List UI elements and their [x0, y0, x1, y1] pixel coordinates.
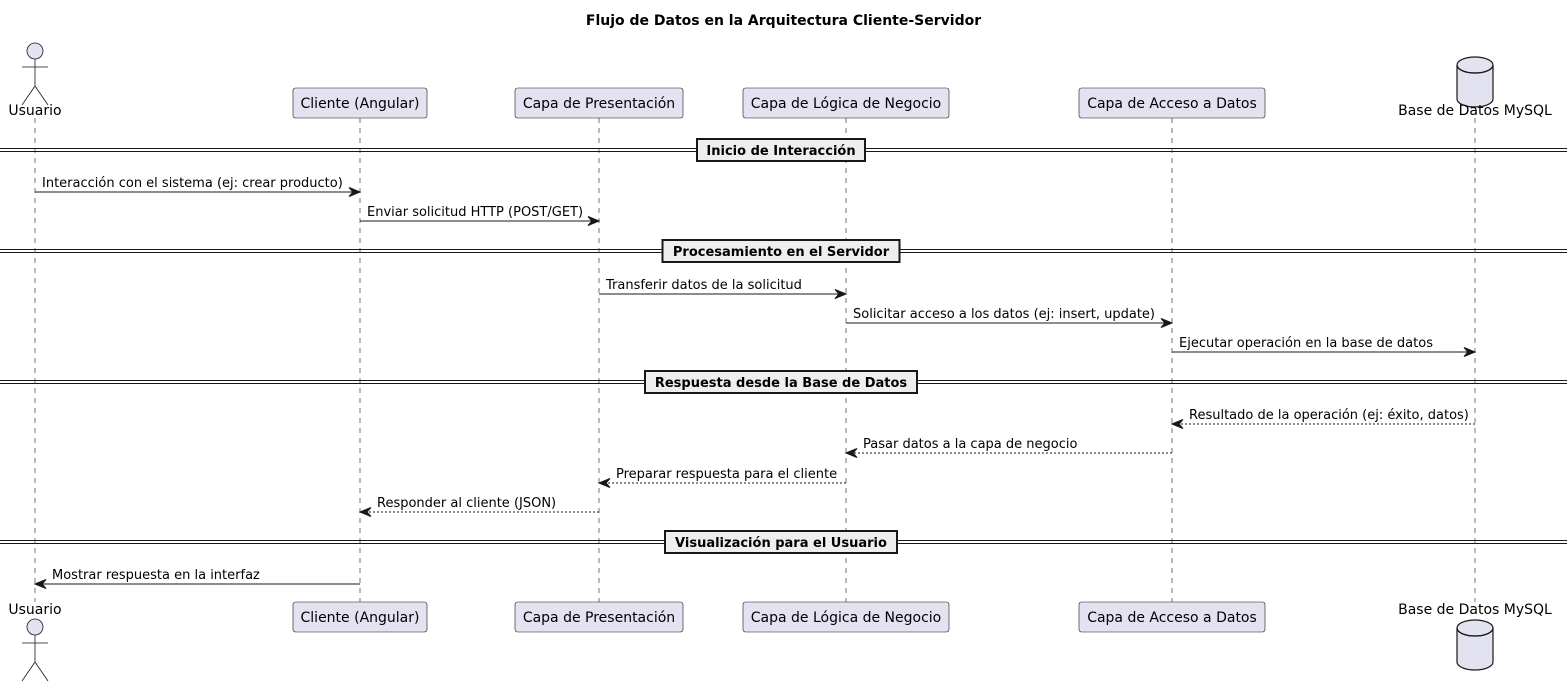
participant-box-bottom-cliente: [292, 601, 428, 633]
message-label: Responder al cliente (JSON): [377, 496, 556, 511]
actor-icon-bottom: [21, 618, 49, 682]
participant-label-top-cliente: Cliente (Angular): [301, 96, 420, 112]
participant-box-top-acceso: [1078, 87, 1266, 119]
arrowhead-icon: [834, 289, 848, 299]
participant-label-bottom-cliente: Cliente (Angular): [301, 610, 420, 626]
message-label: Ejecutar operación en la base de datos: [1179, 336, 1433, 351]
arrowhead-icon: [33, 579, 47, 589]
divider-label: Respuesta desde la Base de Datos: [655, 376, 908, 391]
divider-label: Procesamiento en el Servidor: [673, 245, 890, 260]
arrowhead-icon: [1160, 318, 1174, 328]
participant-box-top-negocio: [742, 87, 950, 119]
participant-label-bottom-acceso: Capa de Acceso a Datos: [1087, 610, 1257, 626]
message-label: Enviar solicitud HTTP (POST/GET): [367, 205, 583, 220]
participant-box-bottom-acceso: [1078, 601, 1266, 633]
database-icon-bottom: [1456, 619, 1494, 671]
participant-label-bottom-usuario: Usuario: [8, 602, 61, 618]
participant-label-top-negocio: Capa de Lógica de Negocio: [751, 96, 941, 112]
message-label: Resultado de la operación (ej: éxito, da…: [1189, 408, 1469, 423]
participant-label-top-usuario: Usuario: [8, 103, 61, 119]
divider-label: Inicio de Interacción: [706, 144, 855, 159]
divider-box: [644, 370, 918, 394]
arrowhead-icon: [348, 187, 362, 197]
message-label: Interacción con el sistema (ej: crear pr…: [42, 176, 343, 191]
divider-box: [661, 239, 901, 263]
divider-label: Visualización para el Usuario: [675, 536, 887, 551]
diagram-title: Flujo de Datos en la Arquitectura Client…: [585, 13, 982, 29]
participant-label-bottom-presentacion: Capa de Presentación: [523, 610, 675, 626]
message-label: Mostrar respuesta en la interfaz: [52, 568, 260, 583]
message-label: Solicitar acceso a los datos (ej: insert…: [853, 307, 1155, 322]
arrowhead-icon: [358, 507, 372, 517]
participant-label-top-acceso: Capa de Acceso a Datos: [1087, 96, 1257, 112]
message-label: Transferir datos de la solicitud: [605, 278, 802, 293]
participant-label-bottom-negocio: Capa de Lógica de Negocio: [751, 610, 941, 626]
arrowhead-icon: [587, 216, 601, 226]
arrowhead-icon: [1463, 347, 1477, 357]
participant-label-bottom-bd: Base de Datos MySQL: [1398, 602, 1552, 618]
participant-box-top-cliente: [292, 87, 428, 119]
arrowhead-icon: [1170, 419, 1184, 429]
participant-label-top-presentacion: Capa de Presentación: [523, 96, 675, 112]
participant-box-bottom-presentacion: [514, 601, 684, 633]
divider-box: [664, 530, 898, 554]
participant-box-bottom-negocio: [742, 601, 950, 633]
divider-box: [696, 138, 866, 162]
message-label: Preparar respuesta para el cliente: [616, 467, 837, 482]
actor-icon-top: [21, 42, 49, 106]
message-label: Pasar datos a la capa de negocio: [863, 437, 1077, 452]
arrowhead-icon: [844, 448, 858, 458]
participant-box-top-presentacion: [514, 87, 684, 119]
database-icon-top: [1456, 56, 1494, 108]
participant-label-top-bd: Base de Datos MySQL: [1398, 103, 1552, 119]
arrowhead-icon: [597, 478, 611, 488]
